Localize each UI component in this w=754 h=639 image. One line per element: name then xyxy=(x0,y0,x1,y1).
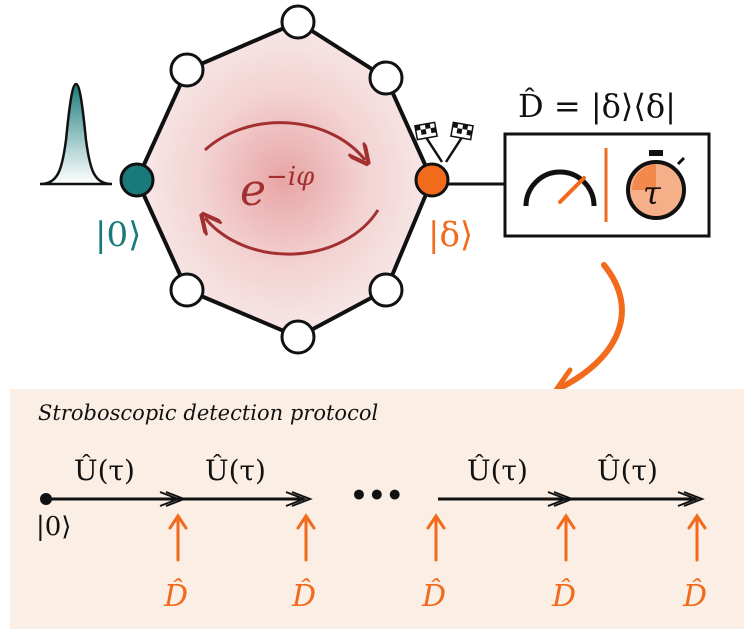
start-site xyxy=(119,162,155,198)
detector-box: τ xyxy=(503,132,711,238)
checkered-flags-icon xyxy=(414,121,474,163)
lattice-site xyxy=(280,4,316,40)
protocol-panel xyxy=(10,389,744,629)
lattice-site xyxy=(368,272,404,308)
evolution-label: Û(τ) xyxy=(74,453,135,487)
phase-factor: e−iφ xyxy=(240,162,315,216)
speedometer-icon xyxy=(523,169,597,207)
lattice-site xyxy=(169,272,205,308)
target-ket: |δ⟩ xyxy=(428,215,473,255)
rotation-arrow-top xyxy=(203,121,365,160)
lattice-site xyxy=(280,319,316,355)
ellipsis: ••• xyxy=(350,479,404,512)
measurement-label: D̂ xyxy=(421,579,446,614)
measurement-label: D̂ xyxy=(291,579,316,614)
initial-ket: |0⟩ xyxy=(36,512,71,542)
target-site xyxy=(414,162,450,198)
lattice-site xyxy=(368,60,404,96)
measurement-label: D̂ xyxy=(551,579,576,614)
start-ket: |0⟩ xyxy=(95,215,141,255)
lattice-site xyxy=(169,52,205,88)
evolution-label: Û(τ) xyxy=(205,453,266,487)
evolution-label: Û(τ) xyxy=(597,453,658,487)
evolution-label: Û(τ) xyxy=(467,453,528,487)
wavepacket-icon xyxy=(39,82,113,186)
stopwatch-icon: τ xyxy=(626,150,686,220)
protocol-title: Stroboscopic detection protocol xyxy=(38,401,378,425)
timeline xyxy=(40,491,705,507)
ring-lattice: e−iφ xyxy=(119,4,450,355)
rotation-arrow-bottom xyxy=(205,209,380,256)
detector-equation: D̂ = |δ⟩⟨δ| xyxy=(518,87,676,125)
measurement-label: D̂ xyxy=(682,579,707,614)
measurement-label: D̂ xyxy=(163,579,188,614)
measurement-arrows xyxy=(168,513,707,562)
flow-arrow xyxy=(551,262,625,399)
timer-label: τ xyxy=(643,174,662,212)
